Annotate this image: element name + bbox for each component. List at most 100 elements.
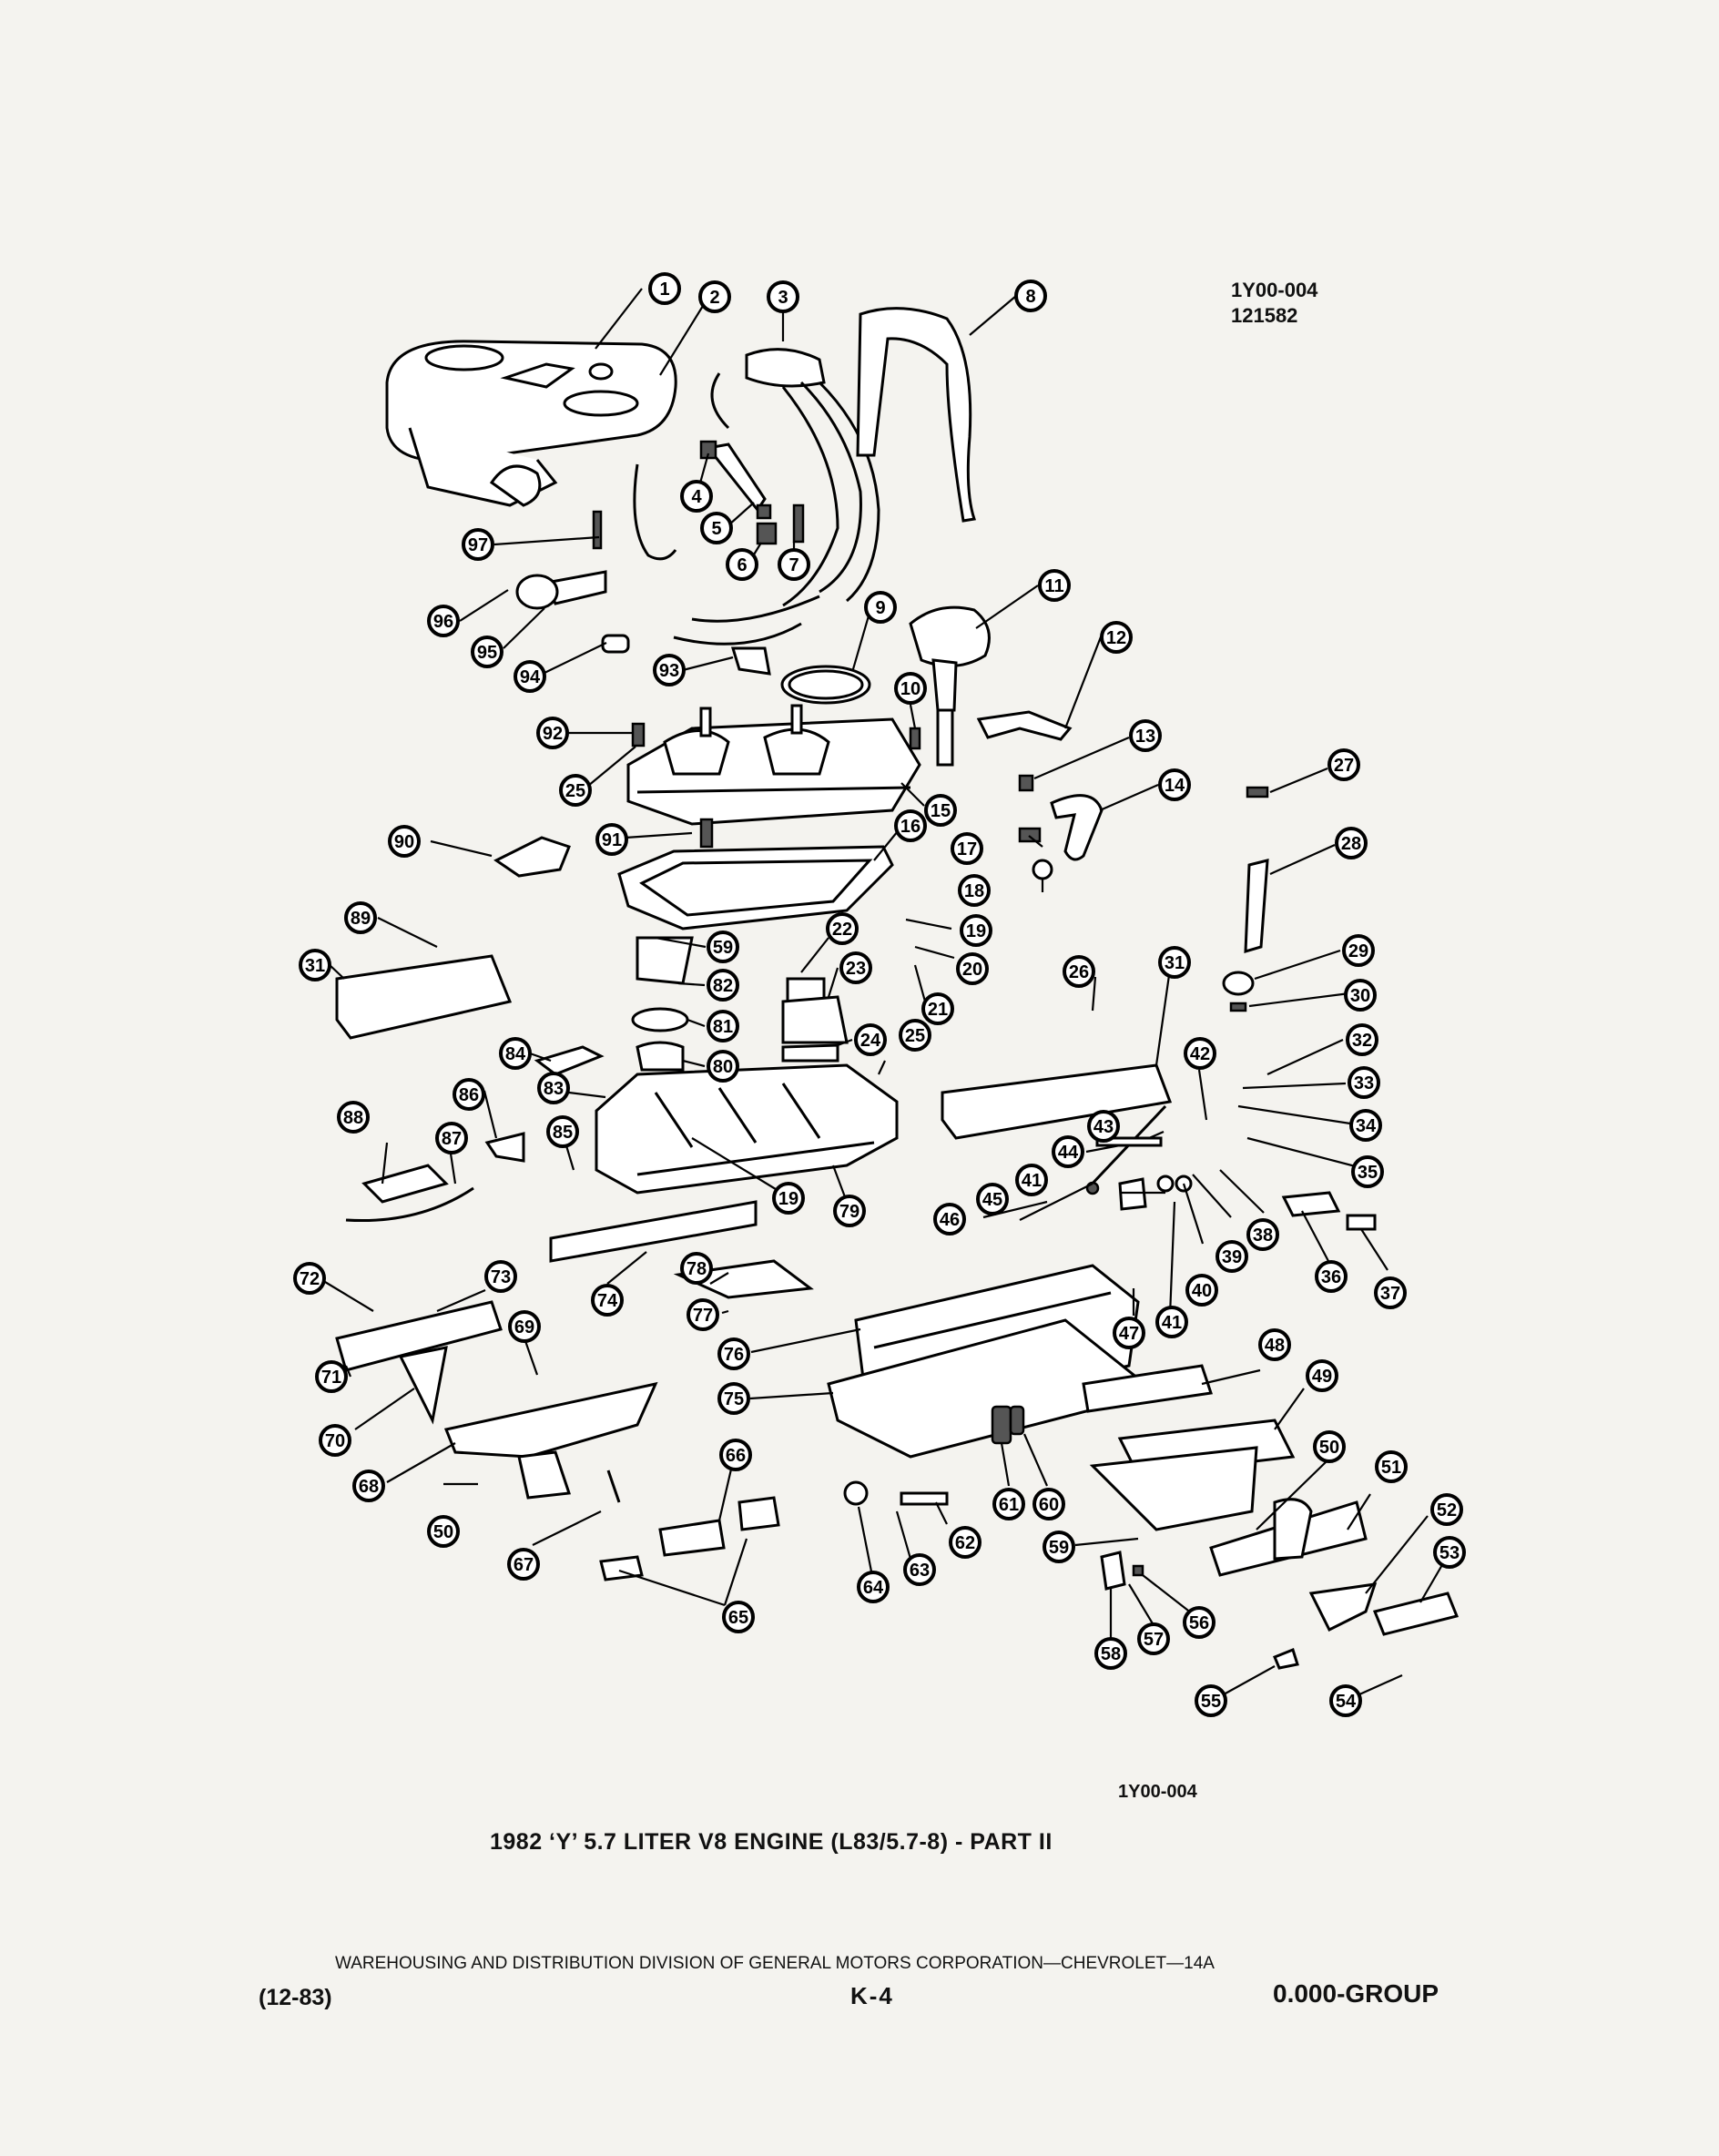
callout-10: 10 bbox=[894, 672, 927, 705]
svg-text:57: 57 bbox=[1144, 1630, 1164, 1650]
callout-75: 75 bbox=[717, 1382, 750, 1415]
svg-text:21: 21 bbox=[928, 1000, 948, 1020]
svg-text:15: 15 bbox=[931, 801, 951, 821]
callout-19a: 19 bbox=[960, 914, 992, 947]
svg-text:47: 47 bbox=[1119, 1324, 1139, 1344]
callout-53: 53 bbox=[1433, 1536, 1466, 1569]
svg-text:54: 54 bbox=[1336, 1692, 1357, 1712]
callout-23: 23 bbox=[839, 951, 872, 984]
callout-93: 93 bbox=[653, 654, 686, 686]
svg-text:43: 43 bbox=[1093, 1117, 1114, 1137]
svg-text:44: 44 bbox=[1058, 1143, 1079, 1163]
valve-cover-right-part bbox=[941, 1063, 1173, 1140]
svg-text:39: 39 bbox=[1222, 1247, 1242, 1267]
callout-7: 7 bbox=[778, 548, 810, 581]
callout-12: 12 bbox=[1100, 621, 1133, 654]
svg-text:28: 28 bbox=[1341, 834, 1361, 854]
callout-36: 36 bbox=[1315, 1260, 1348, 1293]
svg-text:27: 27 bbox=[1334, 756, 1354, 776]
callout-39: 39 bbox=[1216, 1240, 1248, 1273]
callout-71: 71 bbox=[315, 1360, 348, 1393]
callout-59b: 59 bbox=[1043, 1531, 1075, 1563]
svg-text:38: 38 bbox=[1253, 1225, 1273, 1246]
svg-text:12: 12 bbox=[1106, 628, 1126, 648]
svg-text:45: 45 bbox=[982, 1190, 1002, 1210]
callout-56: 56 bbox=[1183, 1606, 1216, 1639]
distributor-part bbox=[909, 605, 991, 767]
callout-38: 38 bbox=[1246, 1218, 1279, 1251]
svg-text:96: 96 bbox=[433, 612, 453, 632]
svg-text:66: 66 bbox=[726, 1446, 746, 1466]
callout-80: 80 bbox=[707, 1050, 739, 1083]
callout-81: 81 bbox=[707, 1010, 739, 1042]
svg-text:59: 59 bbox=[713, 938, 733, 958]
svg-text:53: 53 bbox=[1439, 1543, 1460, 1563]
callout-28: 28 bbox=[1335, 827, 1368, 859]
svg-text:76: 76 bbox=[724, 1345, 744, 1365]
callout-54: 54 bbox=[1329, 1684, 1362, 1717]
date-code: 121582 bbox=[1231, 304, 1298, 327]
svg-text:48: 48 bbox=[1265, 1336, 1285, 1356]
svg-text:97: 97 bbox=[468, 535, 488, 555]
svg-text:41: 41 bbox=[1022, 1171, 1042, 1191]
callout-25a: 25 bbox=[559, 774, 592, 807]
svg-text:89: 89 bbox=[351, 909, 371, 929]
callout-24: 24 bbox=[854, 1023, 887, 1056]
svg-text:34: 34 bbox=[1356, 1116, 1377, 1136]
svg-text:62: 62 bbox=[955, 1533, 975, 1553]
callout-86: 86 bbox=[453, 1078, 485, 1111]
callout-46: 46 bbox=[933, 1203, 966, 1236]
callout-33: 33 bbox=[1348, 1066, 1380, 1099]
callout-59a: 59 bbox=[707, 931, 739, 963]
intake-manifold-part bbox=[595, 1063, 899, 1195]
cylinder-head-part bbox=[827, 1264, 1160, 1459]
svg-text:83: 83 bbox=[544, 1079, 564, 1099]
callout-31b: 31 bbox=[1158, 946, 1191, 979]
callout-63: 63 bbox=[903, 1553, 936, 1586]
svg-text:25: 25 bbox=[565, 781, 585, 801]
callout-16: 16 bbox=[894, 809, 927, 842]
svg-text:46: 46 bbox=[940, 1210, 960, 1230]
callout-72: 72 bbox=[293, 1262, 326, 1295]
svg-text:75: 75 bbox=[724, 1389, 744, 1409]
callout-89: 89 bbox=[344, 901, 377, 934]
callout-58: 58 bbox=[1094, 1637, 1127, 1670]
callout-15: 15 bbox=[924, 794, 957, 827]
svg-text:20: 20 bbox=[962, 960, 982, 980]
callout-42: 42 bbox=[1184, 1037, 1216, 1070]
callout-50a: 50 bbox=[1313, 1430, 1346, 1463]
callout-84: 84 bbox=[499, 1037, 532, 1070]
callout-40: 40 bbox=[1185, 1274, 1218, 1307]
svg-text:51: 51 bbox=[1381, 1458, 1401, 1478]
svg-text:33: 33 bbox=[1354, 1073, 1374, 1093]
callout-35: 35 bbox=[1351, 1155, 1384, 1188]
svg-text:26: 26 bbox=[1069, 962, 1089, 982]
svg-text:73: 73 bbox=[491, 1267, 511, 1287]
svg-text:61: 61 bbox=[999, 1495, 1019, 1515]
callout-74: 74 bbox=[591, 1284, 624, 1317]
svg-text:41: 41 bbox=[1162, 1313, 1182, 1333]
callout-1: 1 bbox=[648, 272, 681, 305]
svg-text:23: 23 bbox=[846, 959, 866, 979]
svg-text:37: 37 bbox=[1380, 1284, 1400, 1304]
callout-19b: 19 bbox=[772, 1182, 805, 1215]
diagram-caption: 1982 ‘Y’ 5.7 LITER V8 ENGINE (L83/5.7-8)… bbox=[490, 1829, 1053, 1855]
svg-text:49: 49 bbox=[1312, 1367, 1332, 1387]
callout-17: 17 bbox=[951, 832, 983, 865]
svg-text:64: 64 bbox=[863, 1578, 884, 1598]
callout-8: 8 bbox=[1014, 280, 1047, 312]
svg-text:65: 65 bbox=[728, 1608, 748, 1628]
callout-20: 20 bbox=[956, 952, 989, 985]
callout-6: 6 bbox=[726, 548, 758, 581]
svg-text:74: 74 bbox=[597, 1291, 618, 1311]
callout-47: 47 bbox=[1113, 1317, 1145, 1349]
figure-id: 1Y00-004 bbox=[1231, 279, 1318, 301]
callout-87: 87 bbox=[435, 1122, 468, 1154]
callout-61: 61 bbox=[992, 1488, 1025, 1520]
footer-group: 0.000-GROUP bbox=[1273, 1979, 1439, 2008]
svg-text:6: 6 bbox=[737, 555, 747, 575]
callout-31a: 31 bbox=[299, 949, 331, 981]
svg-text:4: 4 bbox=[691, 487, 702, 507]
callout-4: 4 bbox=[680, 480, 713, 513]
